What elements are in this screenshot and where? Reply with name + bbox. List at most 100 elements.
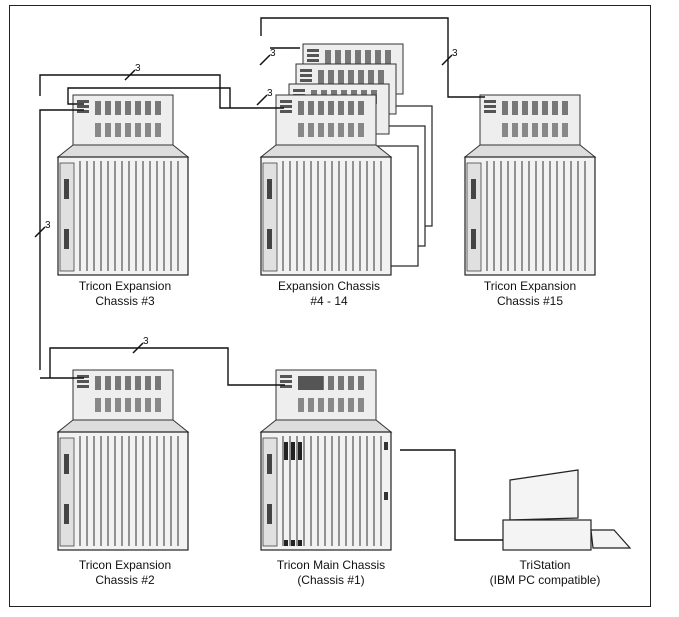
caption-chassis-4-14-line1: Expansion Chassis xyxy=(277,279,381,293)
bus-width-label: 3 xyxy=(135,63,141,74)
caption-chassis-3: Tricon Expansion Chassis #3 xyxy=(40,279,210,309)
top-slot xyxy=(328,70,334,84)
connector-port xyxy=(280,375,292,378)
chassis-2 xyxy=(56,369,190,551)
chassis-bezel xyxy=(56,419,190,433)
top-slot xyxy=(552,123,558,137)
top-slot xyxy=(318,398,324,412)
top-slot xyxy=(338,70,344,84)
connector-port xyxy=(300,79,312,82)
power-panel xyxy=(262,437,278,547)
connector-port xyxy=(280,110,292,113)
main-processor-led xyxy=(298,540,302,546)
bus-cable xyxy=(67,87,231,108)
caption-chassis-1-line2: (Chassis #1) xyxy=(297,573,365,587)
connector-port xyxy=(280,105,292,108)
connector-port xyxy=(77,380,89,383)
top-slot xyxy=(155,101,161,115)
power-panel xyxy=(59,437,75,547)
top-slot xyxy=(358,70,364,84)
top-slot xyxy=(298,398,304,412)
power-switch xyxy=(64,504,69,524)
chassis-body xyxy=(57,431,189,551)
top-slot xyxy=(115,398,121,412)
top-slot xyxy=(155,398,161,412)
top-slot xyxy=(335,50,341,64)
bus-width-tick xyxy=(259,54,271,66)
bus-cable xyxy=(260,17,485,98)
top-slot xyxy=(338,123,344,137)
top-slot xyxy=(358,123,364,137)
top-slot xyxy=(95,376,101,390)
bus-cable xyxy=(39,109,84,370)
caption-chassis-3-line2: Chassis #3 xyxy=(95,294,155,308)
connector-port xyxy=(307,54,319,57)
top-slot xyxy=(125,101,131,115)
bus-width-label: 3 xyxy=(267,88,273,99)
top-slot xyxy=(338,376,344,390)
top-slot xyxy=(125,398,131,412)
top-slot xyxy=(318,70,324,84)
main-module-block xyxy=(298,376,323,390)
chassis-3 xyxy=(56,94,190,276)
connector-port xyxy=(77,110,89,113)
top-slot xyxy=(522,123,528,137)
top-slot xyxy=(135,376,141,390)
top-slot xyxy=(542,101,548,115)
top-slot xyxy=(338,398,344,412)
top-slot xyxy=(542,123,548,137)
power-switch xyxy=(267,504,272,524)
bus-width-tick xyxy=(441,54,453,66)
top-slot xyxy=(355,50,361,64)
top-slot xyxy=(308,398,314,412)
top-slot xyxy=(378,70,384,84)
power-switch xyxy=(267,179,272,199)
chassis-bezel xyxy=(56,144,190,158)
top-slot xyxy=(105,123,111,137)
top-slot xyxy=(115,101,121,115)
main-processor-led xyxy=(284,540,288,546)
main-processor-led xyxy=(291,540,295,546)
top-slot xyxy=(562,101,568,115)
top-slot xyxy=(348,398,354,412)
power-switch xyxy=(267,454,272,474)
tristation-pc xyxy=(502,469,632,551)
top-slot xyxy=(105,376,111,390)
top-slot xyxy=(298,101,304,115)
chassis-1-main xyxy=(259,369,393,551)
main-processor-module xyxy=(291,442,295,460)
connector-port xyxy=(484,100,496,103)
top-slot xyxy=(328,376,334,390)
bus-cable xyxy=(400,449,503,541)
bus-width-label: 3 xyxy=(452,48,458,59)
connector-port xyxy=(280,380,292,383)
power-switch xyxy=(64,454,69,474)
caption-chassis-2-line2: Chassis #2 xyxy=(95,573,155,587)
bus-width-label: 3 xyxy=(143,336,149,347)
top-slot xyxy=(145,101,151,115)
top-slot xyxy=(552,101,558,115)
top-slot xyxy=(375,50,381,64)
top-slot xyxy=(95,101,101,115)
top-slot xyxy=(318,101,324,115)
connector-port xyxy=(280,385,292,388)
top-slot xyxy=(125,123,131,137)
caption-chassis-1: Tricon Main Chassis (Chassis #1) xyxy=(246,558,416,588)
power-panel xyxy=(262,162,278,272)
caption-chassis-2-line1: Tricon Expansion xyxy=(78,558,172,572)
connector-port xyxy=(77,375,89,378)
top-slot xyxy=(502,101,508,115)
caption-tristation-line1: TriStation xyxy=(519,558,571,572)
top-slot xyxy=(308,123,314,137)
top-slot xyxy=(135,123,141,137)
top-slot xyxy=(522,101,528,115)
top-slot xyxy=(135,101,141,115)
bus-width-tick xyxy=(34,226,46,238)
top-slot xyxy=(348,376,354,390)
top-slot xyxy=(115,376,121,390)
diagram-frame xyxy=(9,5,651,607)
top-slot xyxy=(308,101,314,115)
connector-port xyxy=(77,100,89,103)
caption-chassis-1-line1: Tricon Main Chassis xyxy=(276,558,386,572)
